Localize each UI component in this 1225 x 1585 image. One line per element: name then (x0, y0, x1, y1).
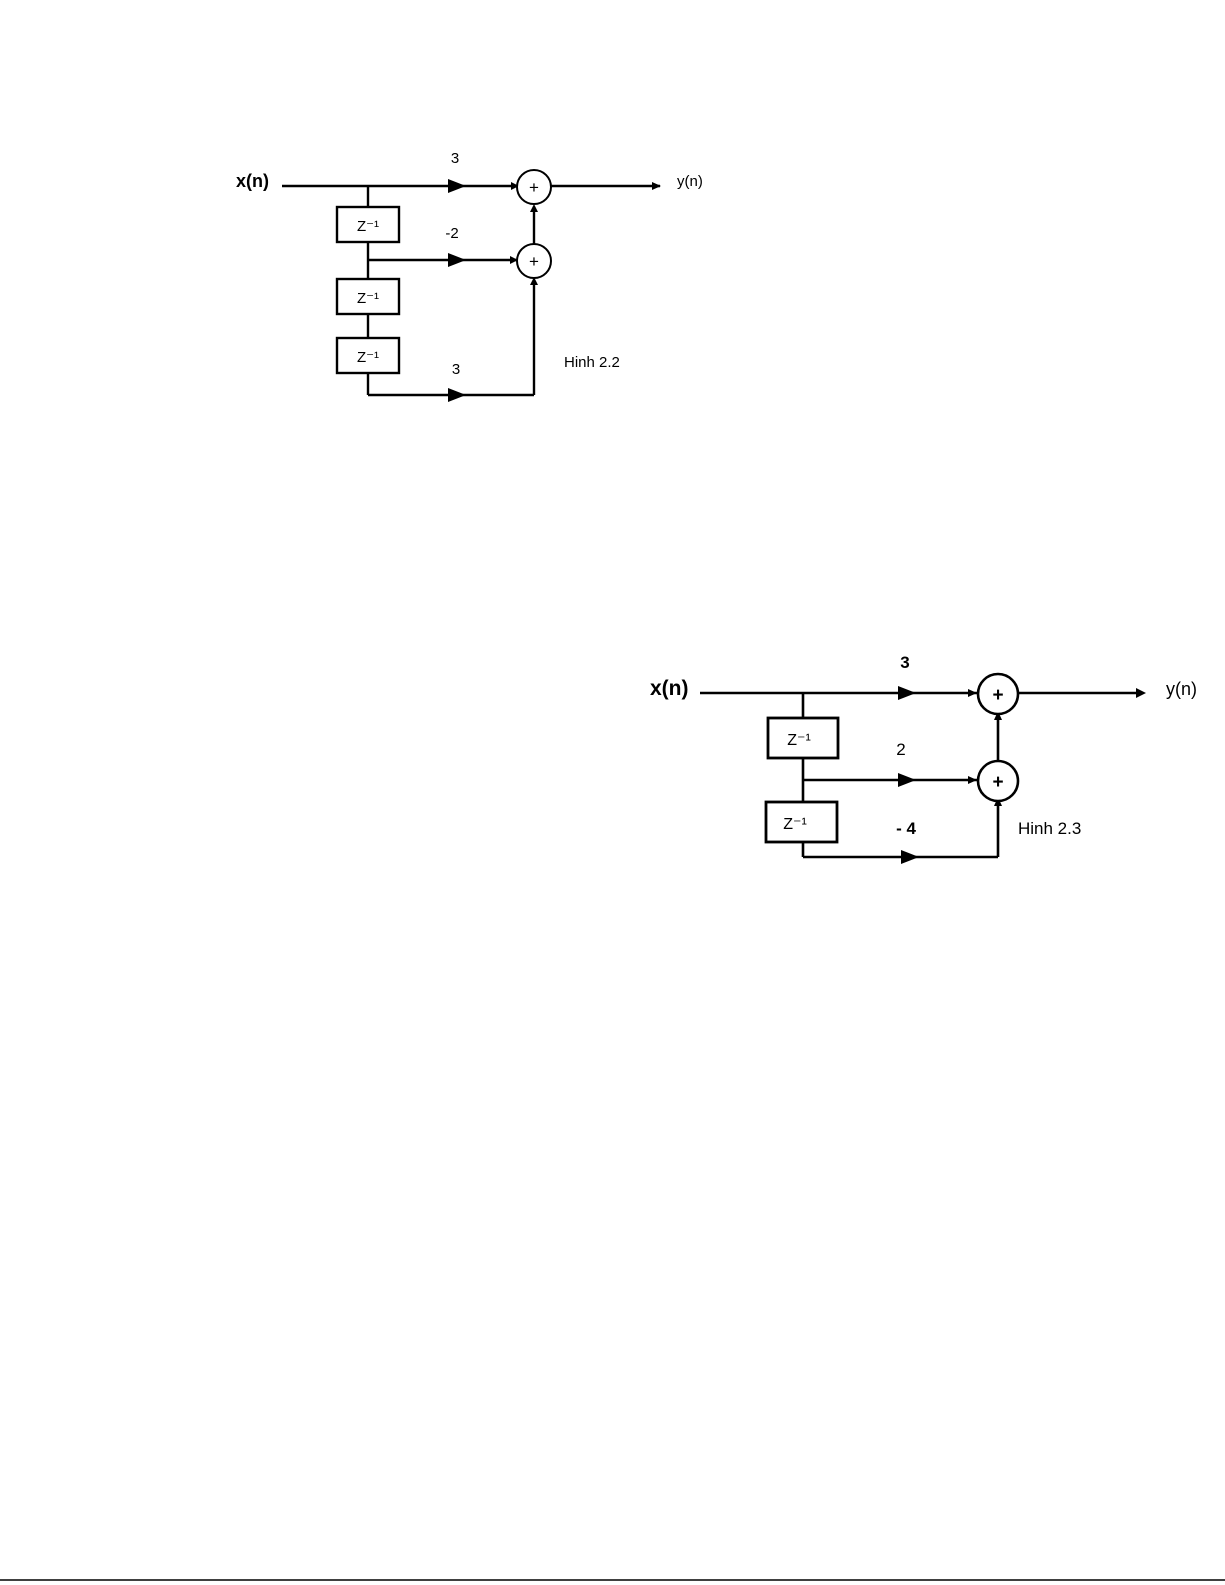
fig23-arrowhead-sum2 (968, 776, 977, 784)
fig22-summer-plus-2: + (529, 252, 539, 271)
fig23-output-label: y(n) (1166, 679, 1197, 699)
fig22-gain-arrow-3 (448, 388, 466, 402)
fig22-arrowhead-output (652, 182, 661, 190)
fig23-gain-label-2: 2 (896, 740, 905, 759)
fig22-output-label: y(n) (677, 173, 703, 190)
fig22-delay-label-2: Z⁻¹ (357, 290, 379, 307)
figure-2-2: Z⁻¹ Z⁻¹ Z⁻¹ + + x(n) y(n) 3 -2 3 Hinh 2.… (236, 150, 703, 402)
fig23-delay-label-1: Z⁻¹ (787, 732, 811, 749)
fig22-gain-arrow-1 (448, 179, 466, 193)
fig23-gain-arrow-3 (901, 850, 919, 864)
fig22-input-label: x(n) (236, 171, 269, 191)
fig23-gain-label-3: - 4 (896, 819, 916, 838)
fig23-arrowhead-output (1136, 688, 1146, 698)
figure-2-3: Z⁻¹ Z⁻¹ + + x(n) y(n) 3 2 - 4 Hinh 2.3 (650, 653, 1197, 864)
fig22-summer-plus-1: + (529, 178, 539, 197)
fig22-arrowhead-up1 (530, 204, 538, 212)
fig22-gain-arrow-2 (448, 253, 466, 267)
fig23-summer-plus-2: + (992, 772, 1003, 793)
fig23-summer-plus-1: + (992, 685, 1003, 706)
fig22-delay-label-3: Z⁻¹ (357, 349, 379, 366)
fig23-delay-label-2: Z⁻¹ (783, 816, 807, 833)
fig22-gain-label-3: 3 (452, 361, 460, 378)
fig23-gain-arrow-1 (898, 686, 916, 700)
fig22-caption: Hinh 2.2 (564, 354, 620, 371)
fig23-gain-arrow-2 (898, 773, 916, 787)
fig23-gain-label-1: 3 (900, 653, 909, 672)
fig22-gain-label-1: 3 (451, 150, 459, 167)
fig22-gain-label-2: -2 (445, 225, 458, 242)
fig23-arrowhead-sum1 (968, 689, 977, 697)
fig23-caption: Hinh 2.3 (1018, 819, 1081, 838)
fig23-input-label: x(n) (650, 677, 689, 700)
fig22-delay-label-1: Z⁻¹ (357, 218, 379, 235)
